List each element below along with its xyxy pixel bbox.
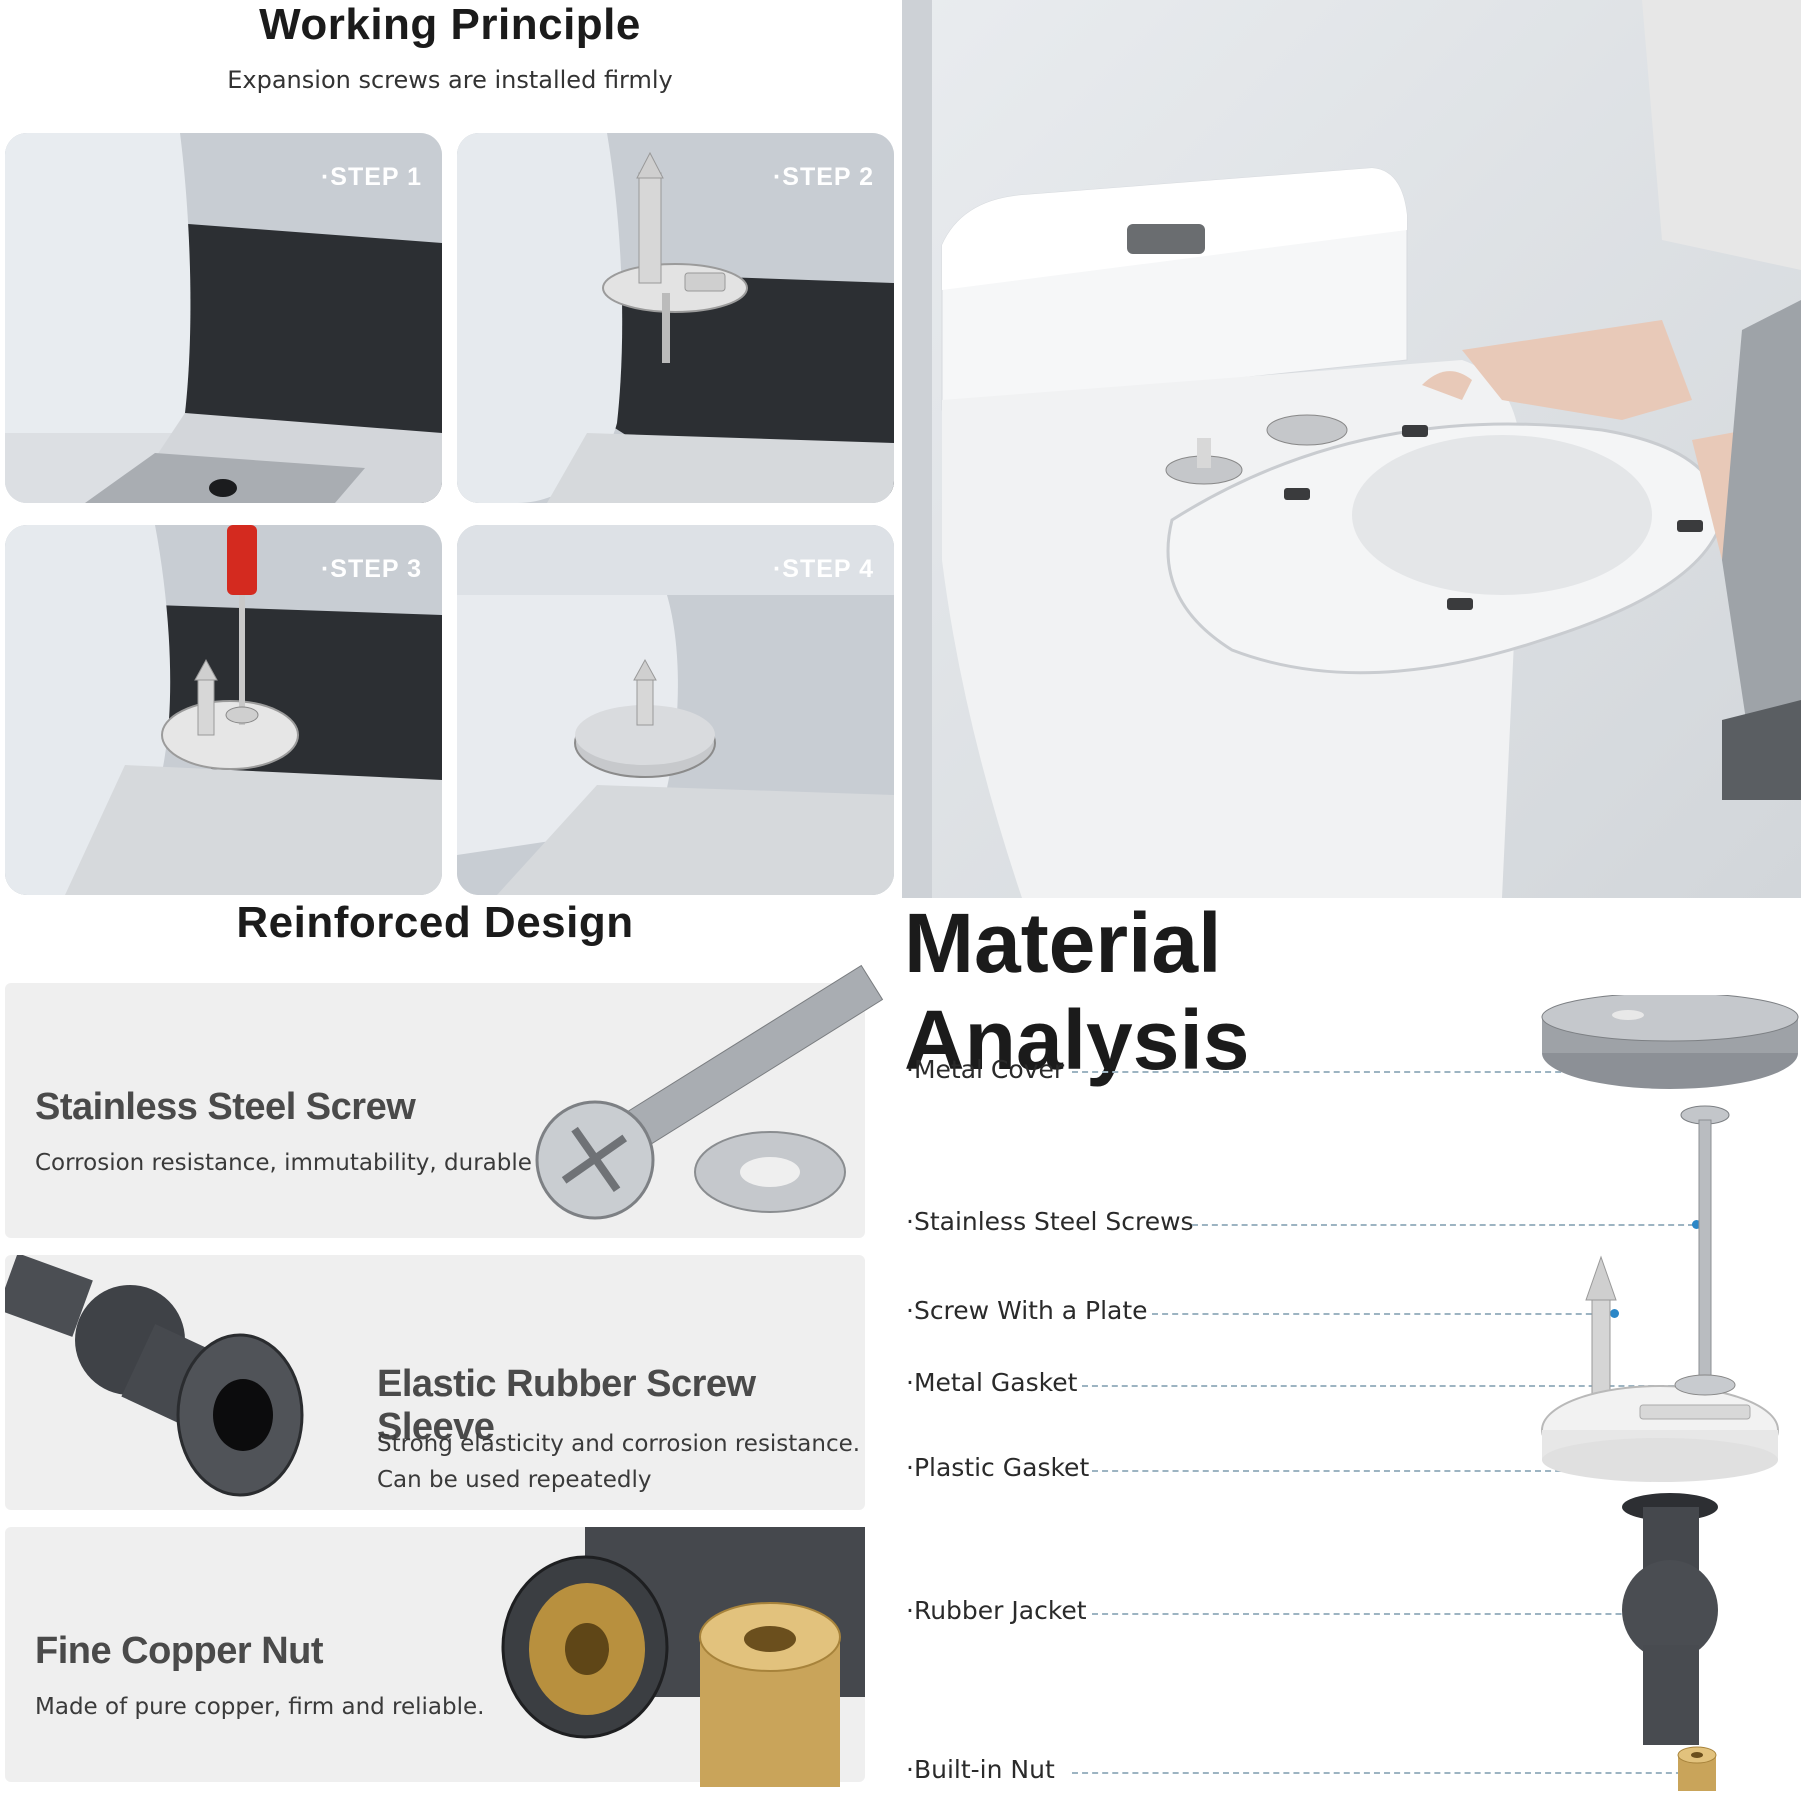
exploded-parts-illustration	[1541, 995, 1799, 1791]
step-4-card: ·STEP 4	[457, 525, 894, 895]
part-dot	[1692, 1220, 1701, 1229]
copper-nut-illustration	[501, 1527, 865, 1787]
working-principle-subtitle: Expansion screws are installed firmly	[227, 66, 673, 94]
rubber-sleeve-illustration	[5, 1255, 304, 1497]
part-label-metal-gasket: ·Metal Gasket	[906, 1368, 1078, 1397]
leader-line	[1082, 1385, 1694, 1387]
leader-line	[1072, 1772, 1692, 1774]
step-4-label: ·STEP 4	[772, 555, 874, 583]
feature-description-line-1: Strong elasticity and corrosion resistan…	[377, 1431, 861, 1457]
step-2-illustration	[457, 133, 894, 503]
step-2-label: ·STEP 2	[772, 163, 874, 191]
reinforced-design-title: Reinforced Design	[236, 898, 634, 947]
part-label-rubber-jacket: ·Rubber Jacket	[906, 1596, 1087, 1625]
feature-title: Fine Copper Nut	[35, 1630, 324, 1672]
feature-title: Stainless Steel Screw	[35, 1086, 416, 1128]
feature-title: Elastic Rubber Screw Sleeve	[377, 1363, 756, 1448]
step-4-illustration	[457, 525, 894, 895]
leader-line	[1092, 1470, 1692, 1472]
step-3-illustration	[5, 525, 442, 895]
screw-illustration	[535, 964, 884, 1220]
part-label-built-in-nut: ·Built-in Nut	[906, 1755, 1055, 1784]
step-1-card: ·STEP 1	[5, 133, 442, 503]
step-3-card: ·STEP 3	[5, 525, 442, 895]
part-label-metal-cover: ·Metal Cover	[906, 1055, 1065, 1084]
working-principle-title: Working Principle	[259, 0, 641, 49]
toilet-installation-photo	[902, 0, 1801, 898]
leader-line	[1192, 1224, 1694, 1226]
part-dot	[1610, 1309, 1619, 1318]
feature-description: Corrosion resistance, immutability, dura…	[35, 1150, 532, 1176]
feature-description: Made of pure copper, firm and reliable.	[35, 1694, 485, 1720]
step-1-illustration	[5, 133, 442, 503]
part-label-screw-with-plate: ·Screw With a Plate	[906, 1296, 1148, 1325]
toilet-illustration	[902, 0, 1801, 898]
leader-line	[1092, 1613, 1692, 1615]
leader-line	[1072, 1071, 1692, 1073]
step-1-label: ·STEP 1	[320, 163, 422, 191]
part-label-plastic-gasket: ·Plastic Gasket	[906, 1453, 1090, 1482]
part-label-stainless-steel-screws: ·Stainless Steel Screws	[906, 1207, 1194, 1236]
step-3-label: ·STEP 3	[320, 555, 422, 583]
leader-line	[1152, 1313, 1612, 1315]
feature-description-line-2: Can be used repeatedly	[377, 1467, 652, 1493]
step-2-card: ·STEP 2	[457, 133, 894, 503]
